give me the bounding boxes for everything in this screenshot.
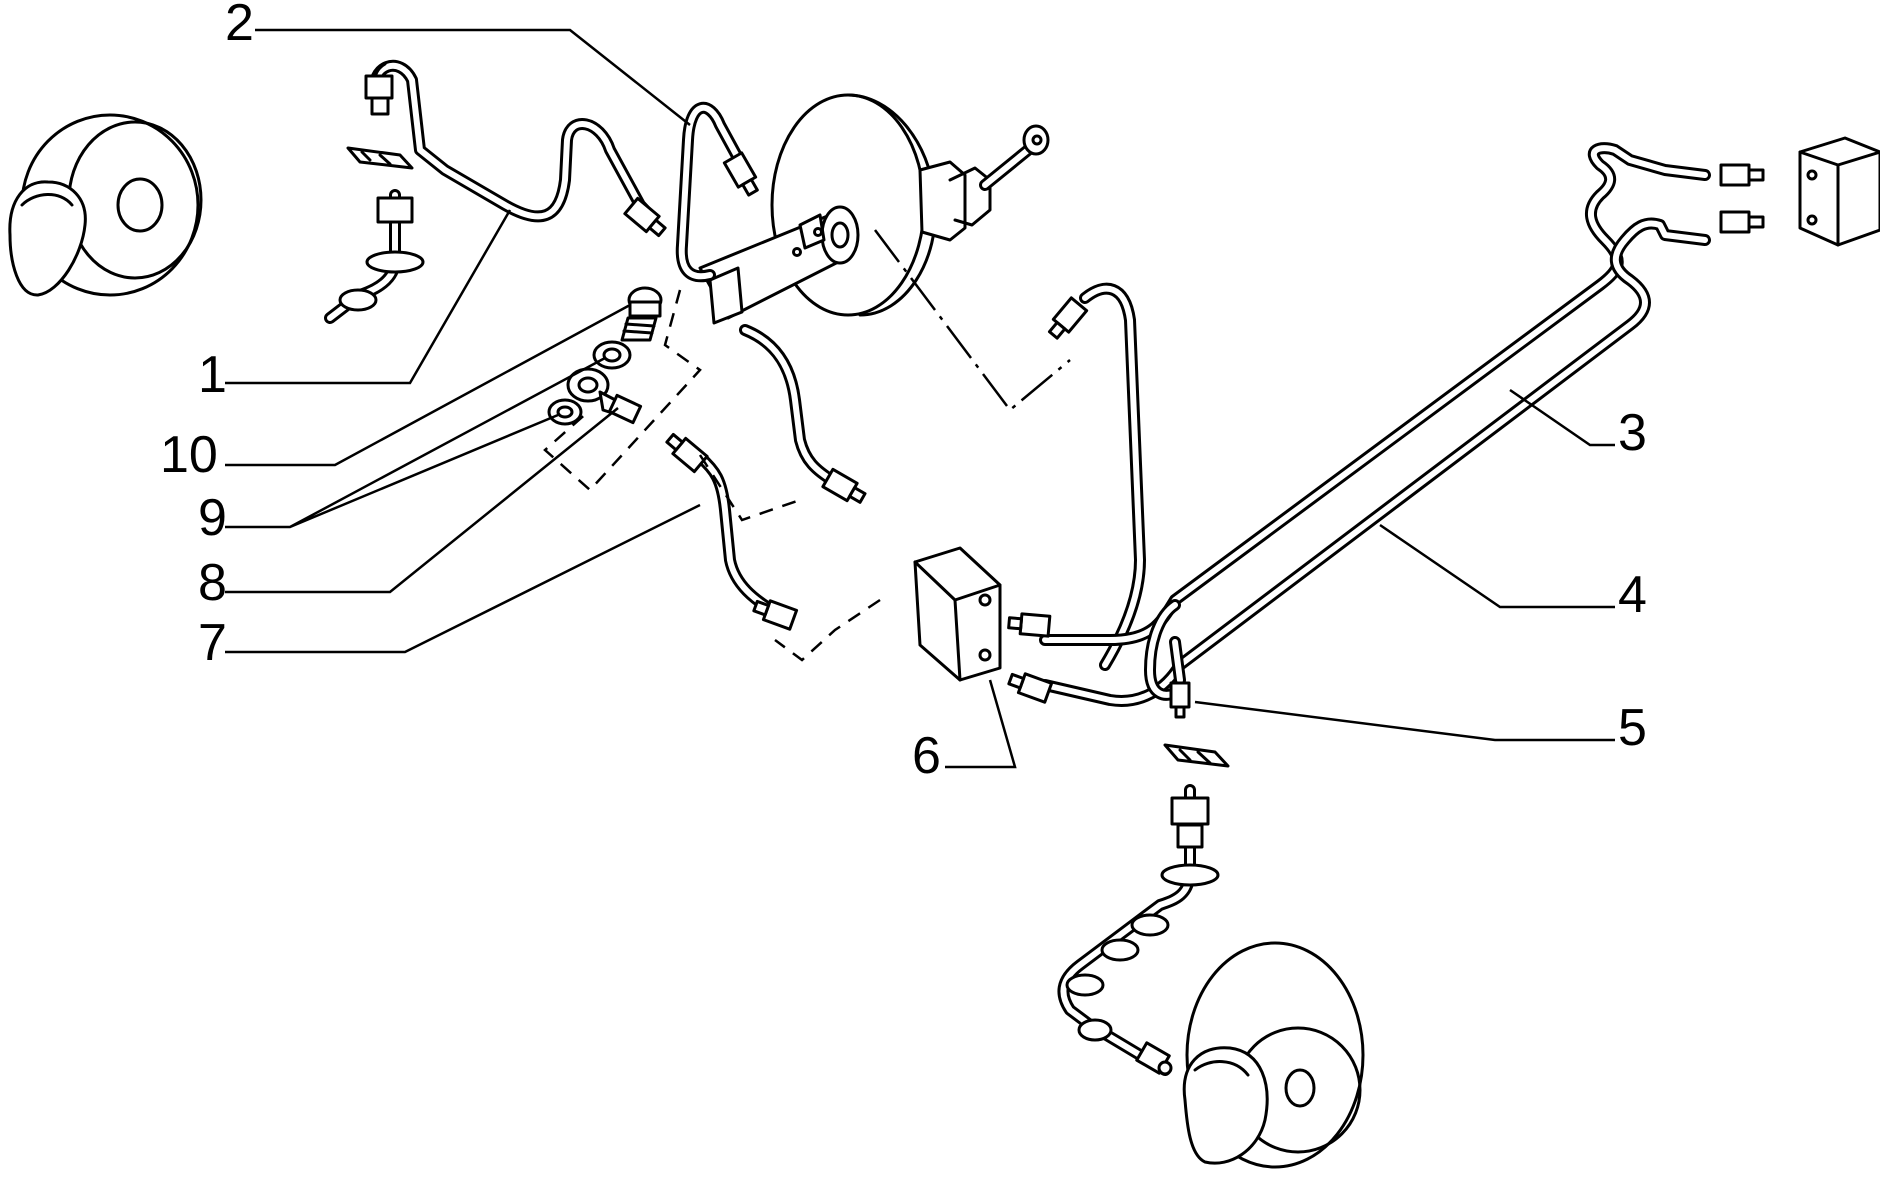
retaining-clip-right	[1163, 743, 1230, 768]
banjo-bolt-10	[620, 286, 663, 342]
leader-7	[225, 503, 701, 654]
callout-6: 6	[912, 727, 941, 785]
assembly-guide-lines	[543, 229, 1071, 662]
callout-1: 1	[198, 346, 227, 404]
leader-1	[225, 209, 512, 385]
rear-connector-block	[1798, 136, 1880, 247]
leader-3	[1509, 388, 1615, 447]
pipe-servo-right	[1079, 282, 1146, 671]
banjo-union-8	[566, 367, 643, 425]
callout-9: 9	[198, 489, 227, 547]
callout-4: 4	[1618, 566, 1647, 624]
pipe-2	[675, 101, 751, 283]
pipe-union-fittings	[623, 151, 1765, 719]
leader-4	[1379, 523, 1615, 609]
pipe-5	[1144, 599, 1186, 701]
front-right-brake-disc	[1182, 941, 1365, 1169]
leader-5	[1194, 700, 1615, 742]
leader-9	[225, 356, 606, 529]
brake-servo	[770, 93, 1050, 317]
leader-10	[225, 303, 631, 467]
pipe-1	[368, 59, 658, 224]
pipe-7	[694, 451, 781, 618]
rear-left-flex-hose	[324, 74, 425, 324]
junction-block-6	[913, 546, 1002, 682]
callout-10: 10	[160, 426, 218, 484]
callout-5: 5	[1618, 699, 1647, 757]
master-cylinder	[698, 205, 860, 325]
front-left-brake-disc	[8, 113, 203, 297]
sealing-washer-9	[547, 340, 632, 426]
callout-3: 3	[1618, 404, 1647, 462]
rear-right-flex-hose	[1057, 784, 1220, 1076]
callout-leaders	[225, 28, 1615, 769]
callout-2: 2	[225, 0, 254, 52]
callout-7: 7	[198, 614, 227, 672]
callout-8: 8	[198, 554, 227, 612]
pipe-master-to-junction	[739, 324, 841, 488]
leader-2	[255, 28, 691, 126]
leader-8	[225, 407, 619, 594]
leader-6	[945, 679, 1017, 769]
